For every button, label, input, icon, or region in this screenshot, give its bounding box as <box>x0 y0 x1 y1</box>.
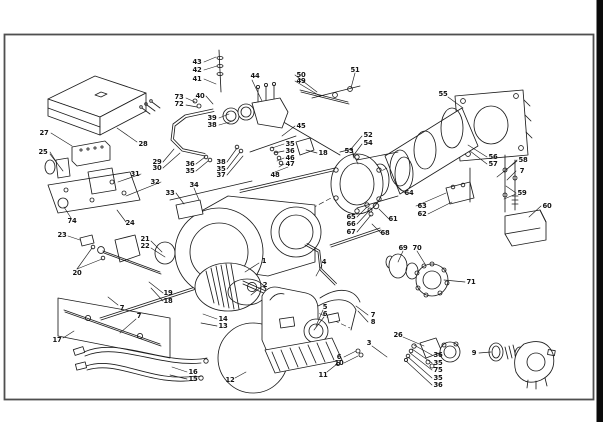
oil-pump-unit <box>217 286 364 394</box>
diagram-frame <box>3 33 595 401</box>
burner-cover <box>47 75 147 136</box>
nozzle-line <box>304 243 337 286</box>
control-assembly <box>44 140 141 214</box>
blast-tube <box>370 89 533 197</box>
valve-group <box>403 337 461 369</box>
leader-lines <box>49 56 542 386</box>
fan-chassis <box>154 195 322 312</box>
damper-levers <box>295 85 361 159</box>
flexible-hoses <box>72 346 209 382</box>
right-edge-bar <box>596 0 603 422</box>
linkage-plate <box>57 234 171 359</box>
ignition-motor <box>488 341 556 390</box>
combustion-head <box>330 151 414 215</box>
right-side-parts <box>364 154 547 247</box>
coupling-flanges <box>385 253 450 298</box>
